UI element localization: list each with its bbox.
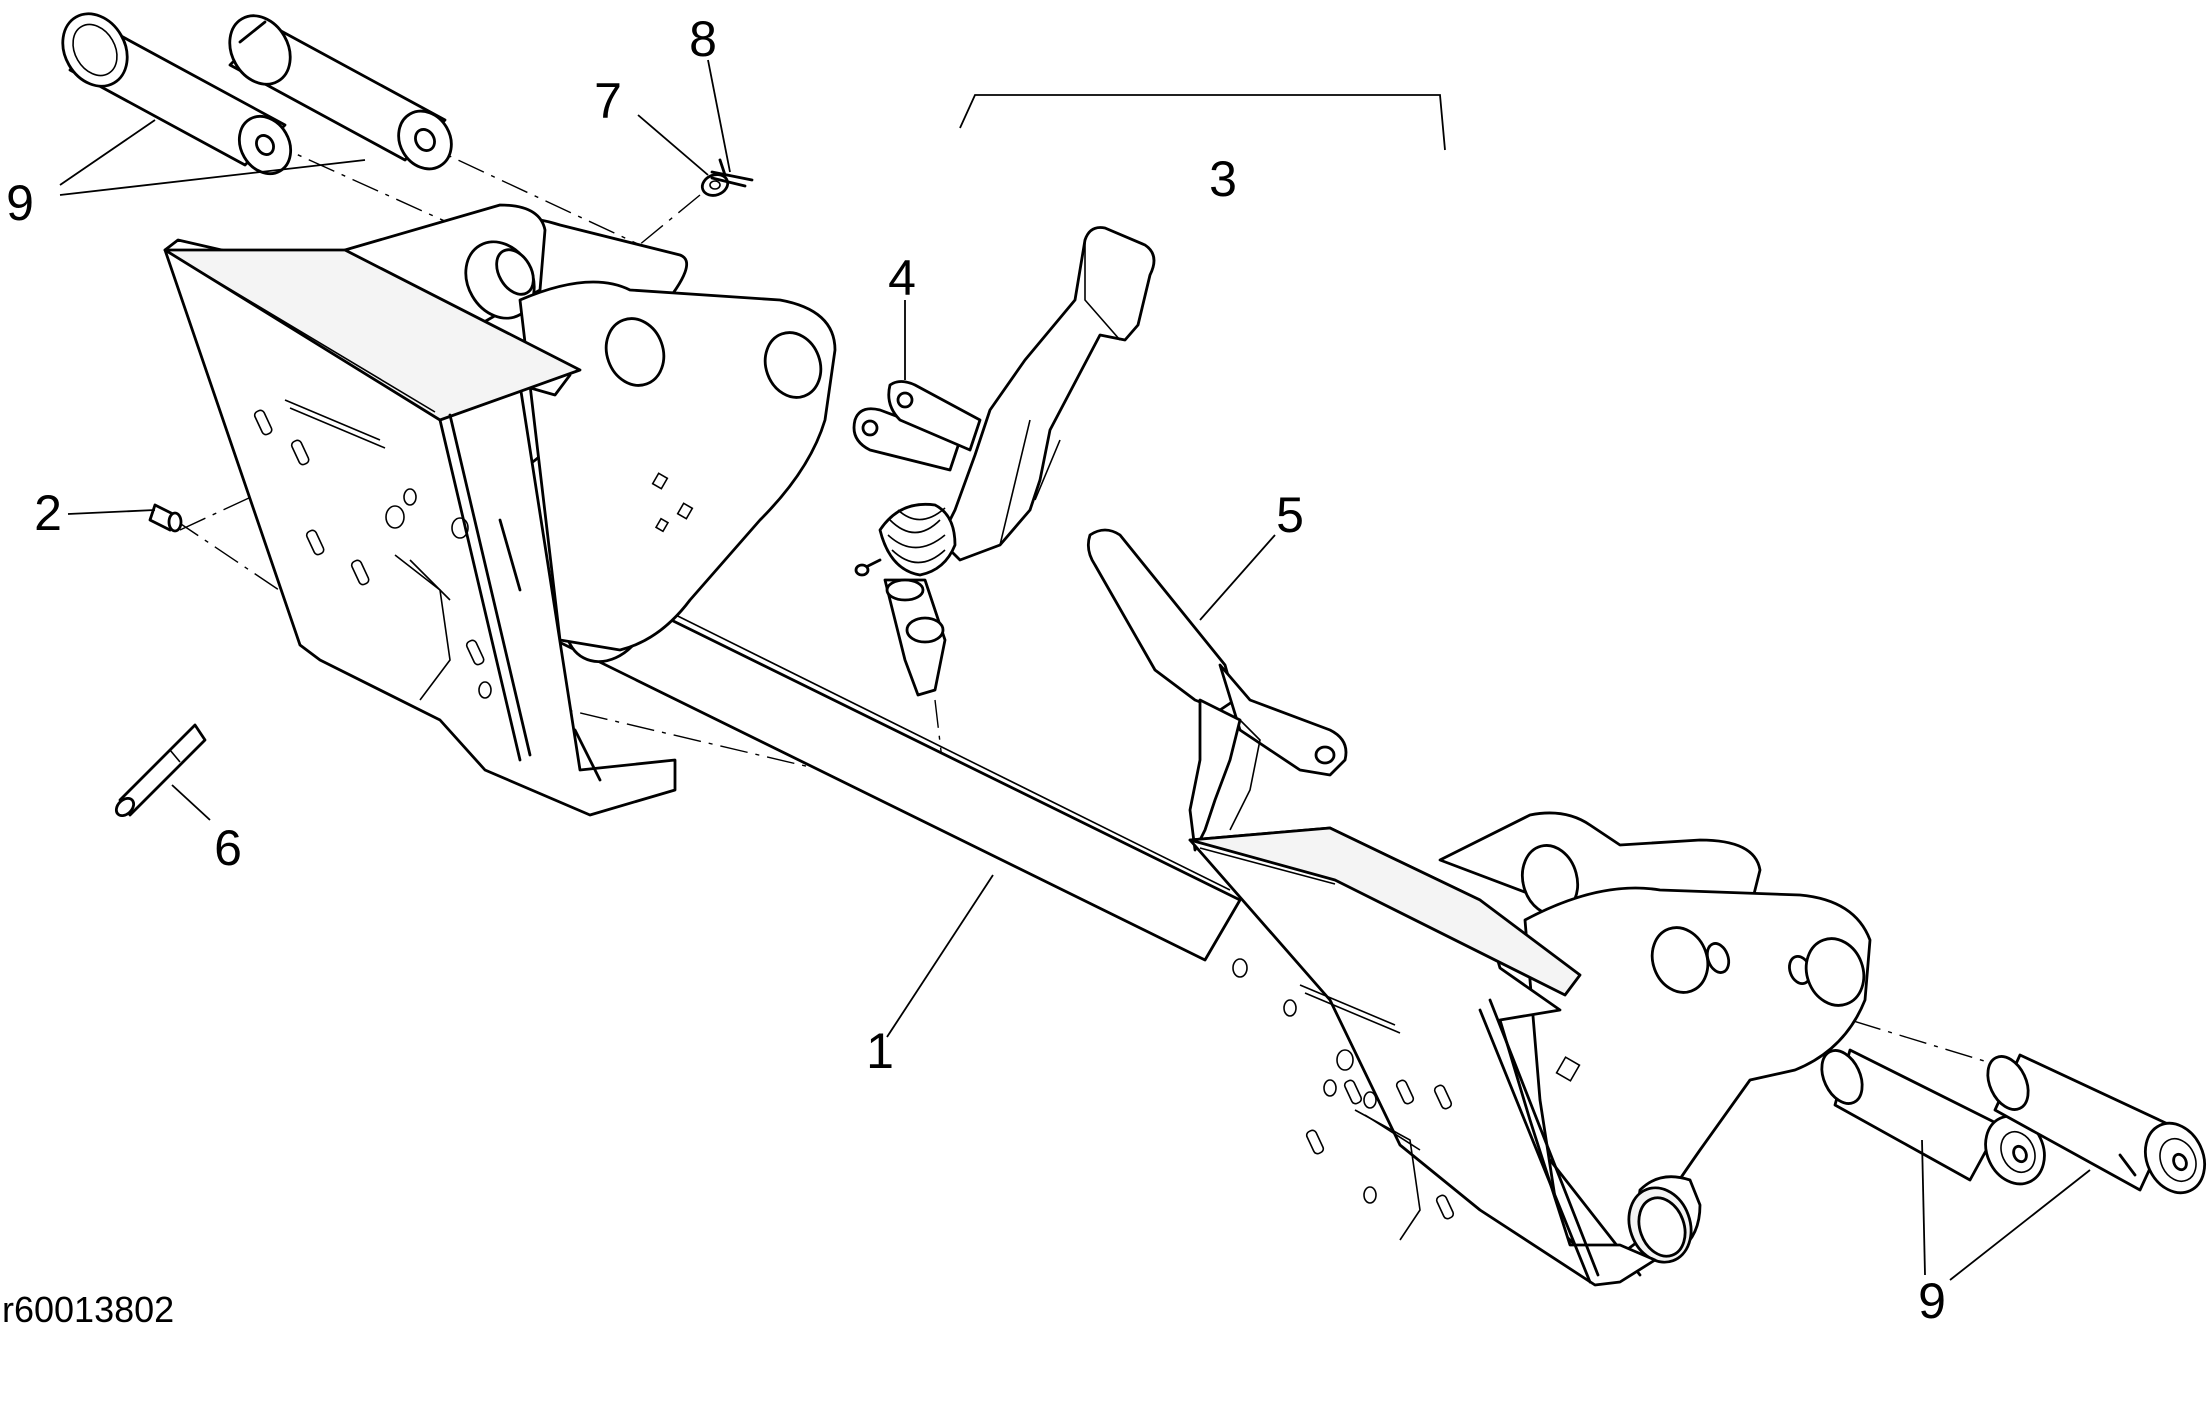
leader-lines bbox=[59, 59, 2091, 1281]
roll-pin bbox=[114, 723, 207, 818]
right-mounting-plate bbox=[1188, 826, 1657, 1287]
callout-4: 4 bbox=[888, 250, 916, 306]
callout-8: 8 bbox=[689, 11, 717, 67]
cotter-pin bbox=[710, 158, 754, 188]
left-pin-upper bbox=[228, 14, 453, 171]
callout-1: 1 bbox=[866, 1023, 894, 1079]
left-mounting-plate bbox=[163, 238, 677, 817]
grease-fitting bbox=[148, 503, 183, 533]
callout-9b: 9 bbox=[1918, 1273, 1946, 1329]
callout-3: 3 bbox=[1209, 151, 1237, 207]
left-side-plate bbox=[343, 203, 837, 652]
latch-arm bbox=[938, 226, 1156, 562]
callout-5: 5 bbox=[1276, 487, 1304, 543]
release-lever bbox=[1086, 528, 1348, 852]
torsion-spring bbox=[854, 502, 957, 697]
callout-9a: 9 bbox=[6, 175, 34, 231]
right-pin-left bbox=[1820, 1048, 2046, 1186]
figure-reference-code: r60013802 bbox=[2, 1289, 174, 1330]
right-side-plate bbox=[1438, 811, 1872, 1277]
callout-7: 7 bbox=[594, 73, 622, 129]
left-pin-lower bbox=[61, 12, 293, 176]
callout-2: 2 bbox=[34, 485, 62, 541]
right-pin-right bbox=[1986, 1053, 2206, 1195]
latch-clevis-plate bbox=[852, 380, 982, 472]
callout-labels: 1 2 3 4 5 6 7 8 9 9 bbox=[6, 11, 1946, 1329]
callout-6: 6 bbox=[214, 820, 242, 876]
